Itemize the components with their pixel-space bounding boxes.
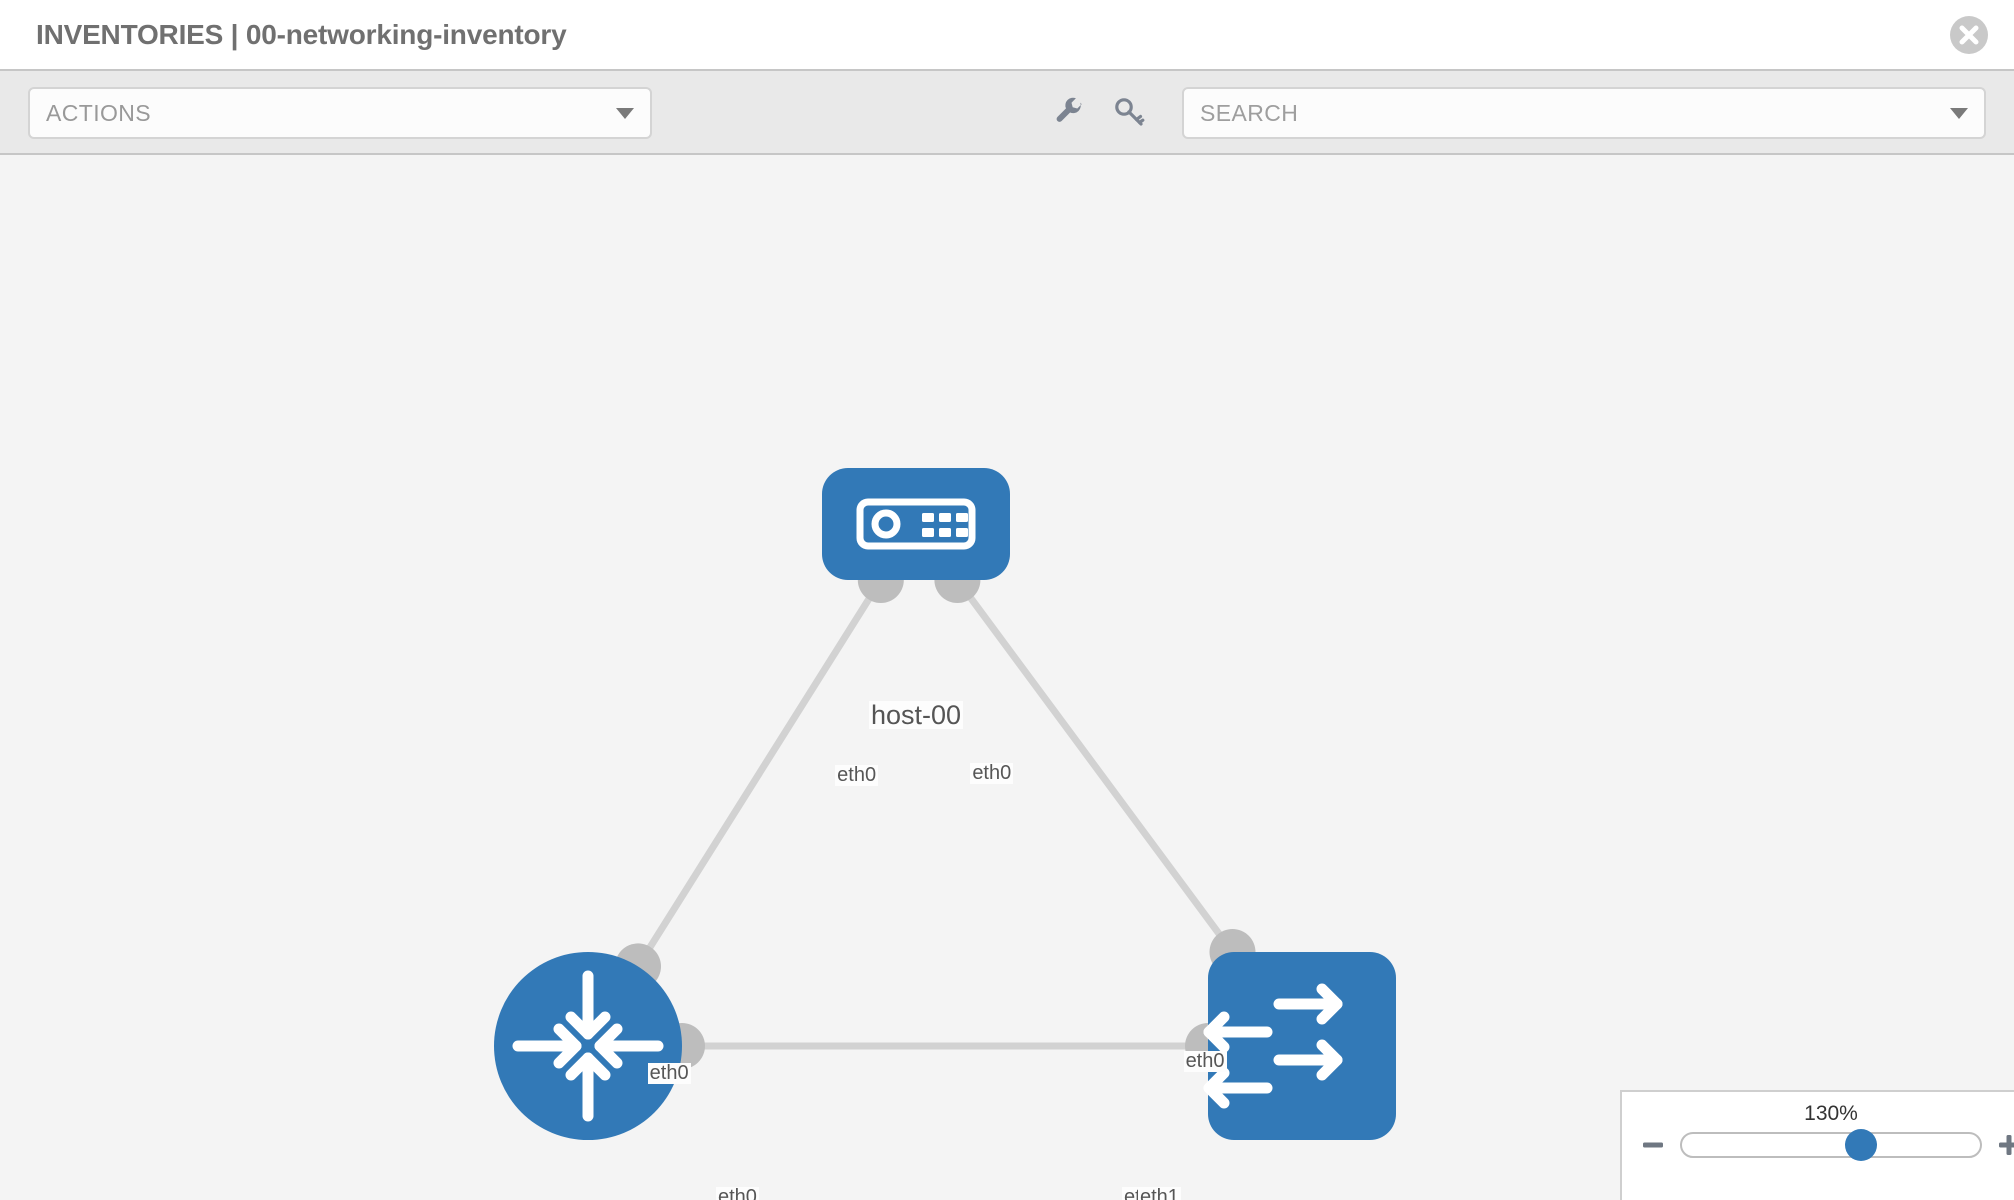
topology-node-router-00[interactable]: [494, 952, 682, 1140]
zoom-slider-row: [1622, 1129, 2014, 1161]
close-icon[interactable]: [1950, 16, 1988, 54]
topology-link[interactable]: [634, 576, 885, 970]
actions-dropdown-label: ACTIONS: [46, 99, 152, 126]
search-input[interactable]: [1200, 99, 1950, 127]
link-interface-label: eth0: [1183, 1050, 1227, 1073]
connector-layer: [615, 557, 1256, 1069]
zoom-level-value: 130%: [1804, 1102, 1858, 1125]
link-interface-label: eth0: [970, 761, 1014, 784]
link-interface-label: eth0: [835, 764, 879, 787]
search-field[interactable]: [1182, 87, 1986, 139]
topology-node-switch-00[interactable]: [1203, 952, 1396, 1140]
switch-arrows-icon: [1203, 983, 1343, 1109]
router-arrows-icon: [512, 970, 664, 1122]
zoom-slider-thumb[interactable]: [1844, 1129, 1877, 1161]
topology-canvas[interactable]: eth0eth0eth0eth0eth0etheth1host-00router…: [0, 155, 2014, 1200]
toolbar-icon-group: [1052, 95, 1146, 129]
key-icon[interactable]: [1112, 95, 1146, 129]
chevron-down-icon[interactable]: [1950, 107, 1968, 119]
minus-icon[interactable]: [1640, 1132, 1666, 1158]
link-interface-label: eth1: [1138, 1187, 1181, 1200]
topology-svg: [494, 468, 1396, 1140]
zoom-control-panel: 130%: [1620, 1090, 2014, 1200]
chevron-down-icon: [616, 107, 634, 119]
wrench-icon[interactable]: [1052, 95, 1086, 129]
toolbar: ACTIONS: [0, 69, 2014, 155]
topology-node-label: host-00: [868, 700, 964, 730]
zoom-slider-track[interactable]: [1680, 1129, 1982, 1161]
link-interface-label: eth0: [716, 1187, 759, 1200]
topology-node-host-00[interactable]: [822, 468, 1010, 580]
node-layer: [494, 468, 1396, 1140]
actions-dropdown[interactable]: ACTIONS: [28, 87, 652, 139]
plus-icon[interactable]: [1996, 1132, 2014, 1158]
topology-graph[interactable]: eth0eth0eth0eth0eth0etheth1host-00router…: [0, 155, 2014, 1200]
server-appliance-icon: [856, 498, 976, 550]
page-title: INVENTORIES | 00-networking-inventory: [36, 18, 567, 50]
link-interface-label: eth0: [647, 1062, 691, 1085]
link-layer: [634, 576, 1236, 1050]
window-header: INVENTORIES | 00-networking-inventory: [0, 0, 2014, 69]
topology-link[interactable]: [953, 576, 1236, 956]
